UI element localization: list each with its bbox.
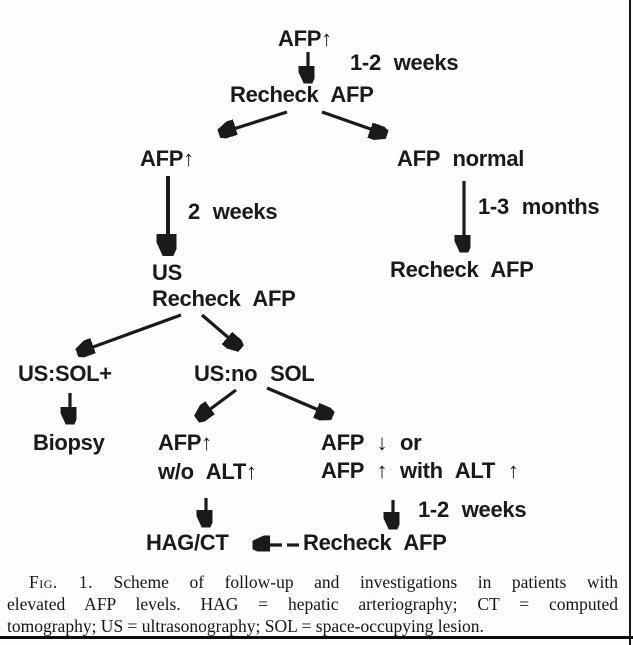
page-edge-rule-bottom xyxy=(0,636,633,639)
label-interval-final-1-2-weeks: 1-2 weeks xyxy=(418,497,527,522)
node-recheck-afp-1: Recheck AFP xyxy=(230,82,374,107)
arrow-recheck-to-afp-elevated xyxy=(224,110,288,132)
figure-caption: Fig. 1. Scheme of follow-up and investig… xyxy=(7,571,618,637)
caption-line-1: Fig. 1. Scheme of follow-up and investig… xyxy=(7,571,618,593)
caption-line-2: elevated AFP levels. HAG = hepatic arter… xyxy=(7,594,618,614)
node-us-line2: Recheck AFP xyxy=(152,286,296,311)
arrow-us-to-no-sol xyxy=(200,313,237,345)
figure-number-label: Fig. 1. xyxy=(29,572,93,592)
caption-line-3: tomography; US = ultrasonography; SOL = … xyxy=(7,616,484,636)
node-afp-normal: AFP normal xyxy=(397,146,525,171)
node-recheck-afp-final: Recheck AFP xyxy=(303,530,447,555)
node-afp-elevated-start: AFP↑ xyxy=(278,26,332,51)
node-afp-wo-alt-line2: w/o ALT↑ xyxy=(158,459,257,484)
label-interval-2-weeks: 2 weeks xyxy=(188,199,278,224)
node-afp-with-alt-line2: AFP ↑ with ALT ↑ xyxy=(321,458,519,483)
node-recheck-afp-normal: Recheck AFP xyxy=(390,257,534,282)
caption-line-1-text: Scheme of follow-up and investigations i… xyxy=(113,572,618,592)
node-us-line1: US xyxy=(152,260,182,285)
arrow-recheck-to-afp-normal xyxy=(321,110,382,133)
node-afp-wo-alt-line1: AFP↑ xyxy=(158,430,212,455)
node-hag-ct: HAG/CT xyxy=(146,530,229,555)
label-interval-1-2-weeks: 1-2 weeks xyxy=(350,50,459,75)
node-afp-with-alt-line1: AFP ↓ or xyxy=(321,430,422,455)
node-biopsy: Biopsy xyxy=(33,430,105,455)
label-interval-1-3-months: 1-3 months xyxy=(478,194,600,219)
arrow-nosol-to-afp-wo-alt xyxy=(201,388,237,416)
node-us-sol-positive: US:SOL+ xyxy=(18,361,112,386)
node-us-no-sol: US:no SOL xyxy=(194,361,315,386)
arrow-nosol-to-afp-with-alt xyxy=(266,386,328,414)
page-edge-rule-right xyxy=(629,0,631,645)
arrow-us-to-sol-positive xyxy=(82,313,182,351)
node-afp-still-elevated: AFP↑ xyxy=(140,146,194,171)
